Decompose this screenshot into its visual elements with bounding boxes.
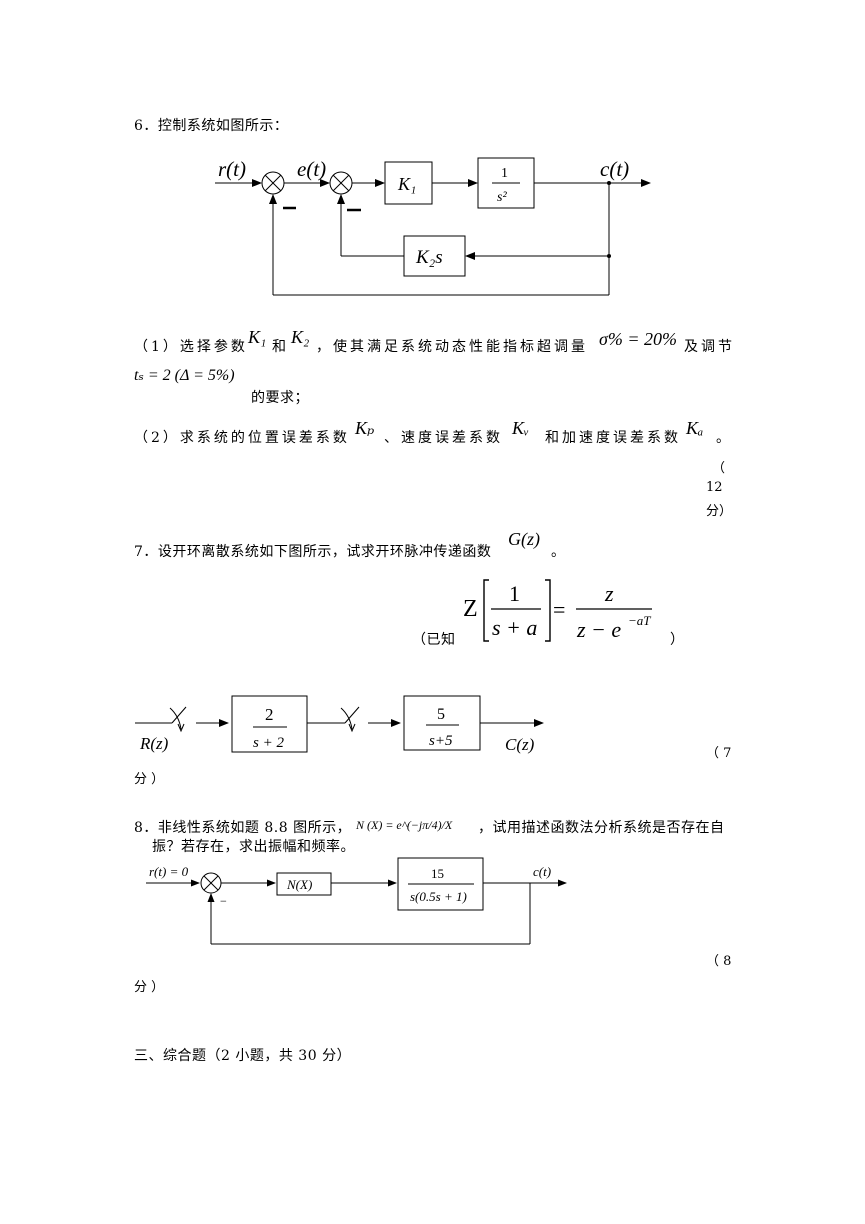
q7-gz: G(z) [508, 529, 540, 549]
q6-part2-text-a: （2）求系统的位置误差系数 [134, 430, 350, 446]
q6-part1-and: 和 [272, 339, 287, 355]
q7-block-1 [231, 695, 308, 753]
q8-title-b: ，试用描述函数法分析系统是否存在自 [478, 820, 725, 836]
q6-part1-k1: K₁ [248, 327, 267, 347]
q7-formula-num: 1 [509, 581, 520, 606]
q7-formula-bracket-right [545, 579, 551, 642]
q7-formula-z: Z [463, 596, 478, 622]
q8-sum-junction [200, 872, 222, 894]
q8-title-a: 8．非线性系统如题 8.8 图所示， [134, 820, 352, 836]
q6-part2-ka: Kₐ [686, 418, 704, 438]
q7-formula-bracket-left [483, 579, 489, 642]
q6-part1-ts: tₛ = 2 (Δ = 5%) [134, 367, 235, 384]
q7-formula-rden: z − e [576, 617, 621, 642]
q8-block-g [397, 857, 484, 911]
q6-part2-text-d: 。 [716, 430, 731, 446]
q6-label-output: c(t) [600, 157, 629, 181]
q6-part2-kp: Kₚ [355, 418, 375, 438]
q8-label-output: c(t) [533, 864, 551, 879]
q7-label-input: R(z) [139, 734, 169, 753]
q7-title: 7．设开环离散系统如下图所示，试求开环脉冲传递函数 [134, 544, 492, 560]
q8-label-nx: N(X) [286, 877, 312, 892]
q8-block-nx [276, 872, 332, 896]
q8-label-g-den: s(0.5s + 1) [410, 889, 467, 904]
q8-label-g-num: 15 [431, 866, 444, 881]
q6-score-close: 分） [706, 504, 733, 519]
q7-label-block2-den: s+5 [429, 733, 453, 749]
q8-nx: N (X) = e^(−jπ/4)/X [356, 818, 453, 832]
q7-known-close: ） [670, 632, 685, 648]
q6-part1-sigma: σ% = 20% [599, 329, 678, 349]
q6-part1-text-b: ，使其满足系统动态性能指标超调量 [316, 339, 588, 355]
q6-label-plant-num: 1 [501, 166, 508, 181]
q6-label-feedback: K₂s [415, 247, 443, 268]
q6-title: 6．控制系统如图所示： [134, 118, 289, 134]
q6-part1-text-c: 及调节 [684, 339, 735, 355]
q7-label-block1-den: s + 2 [253, 735, 284, 751]
q6-score-value: 12 [706, 480, 723, 495]
q7-sampler-1 [169, 706, 187, 733]
q7-formula-den: s + a [492, 615, 537, 640]
q7-sampler-2 [340, 706, 360, 733]
q8-title-c: 振？若存在，求出振幅和频率。 [152, 839, 355, 855]
q7-formula-eq: = [553, 597, 565, 622]
q7-known-open: （已知 [412, 632, 456, 648]
q6-score-open: （ [712, 461, 726, 476]
q8-label-sign: − [220, 894, 227, 908]
q8-label-input: r(t) = 0 [149, 864, 189, 879]
q6-part2-text-c: 和加速度误差系数 [545, 430, 681, 446]
q8-score-unit: 分 ） [134, 980, 165, 995]
q6-label-input: r(t) [218, 157, 246, 181]
q7-title-end: 。 [551, 544, 566, 560]
q7-label-output: C(z) [505, 735, 535, 754]
q6-label-error: e(t) [297, 157, 326, 181]
q7-label-block1-num: 2 [265, 705, 274, 724]
q6-label-plant-den: s² [497, 190, 507, 205]
q7-label-block2-num: 5 [437, 706, 445, 723]
q6-part2-kv: Kᵥ [512, 418, 530, 438]
q7-formula-rnum: z [604, 581, 614, 606]
q7-formula-rexp: −aT [628, 613, 651, 628]
section3-heading: 三、综合题（2 小题，共 30 分） [134, 1048, 352, 1064]
q8-score-value: （ 8 [706, 954, 732, 969]
q6-label-k1: K₁ [397, 174, 416, 194]
q6-part2-text-b: 、速度误差系数 [384, 430, 503, 446]
q6-part1-text-a: （1）选择参数 [134, 339, 248, 355]
q7-score-value: （ 7 [706, 746, 732, 761]
q6-part1-text-d: 的要求； [251, 390, 309, 406]
q7-score-unit: 分 ） [134, 772, 165, 787]
q6-part1-k2: K₂ [291, 327, 310, 347]
